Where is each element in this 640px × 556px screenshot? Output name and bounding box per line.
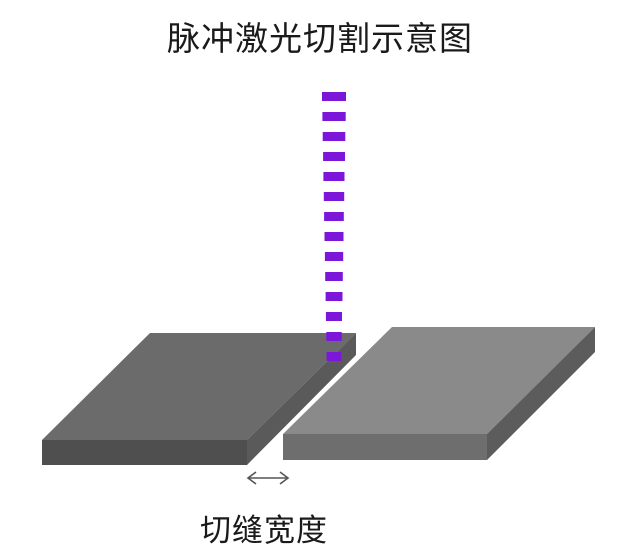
laser-dash: [326, 352, 342, 361]
laser-dash: [323, 152, 345, 161]
laser-dash: [326, 332, 342, 341]
laser-dash: [325, 272, 343, 281]
laser-dash: [323, 172, 345, 181]
laser-dash: [325, 292, 343, 301]
right-plate: [283, 327, 595, 460]
kerf-width-arrow: [246, 471, 290, 485]
laser-beam: [322, 92, 346, 361]
left-plate-top: [42, 333, 356, 440]
laser-dash: [322, 132, 346, 141]
laser-dash: [322, 112, 346, 121]
diagram-title: 脉冲激光切割示意图: [167, 19, 473, 58]
laser-dash: [324, 212, 344, 221]
right-plate-side: [487, 327, 595, 460]
left-plate-cut-face: [247, 333, 356, 465]
laser-dash: [324, 252, 344, 261]
laser-dash: [324, 232, 344, 241]
laser-dash: [322, 92, 346, 101]
right-plate-top: [283, 327, 595, 434]
kerf-width-label: 切缝宽度: [200, 513, 328, 549]
left-plate-front: [42, 440, 247, 465]
left-plate: [42, 333, 356, 465]
right-plate-front: [283, 434, 487, 460]
laser-dash: [325, 312, 342, 321]
laser-dash: [323, 192, 345, 201]
